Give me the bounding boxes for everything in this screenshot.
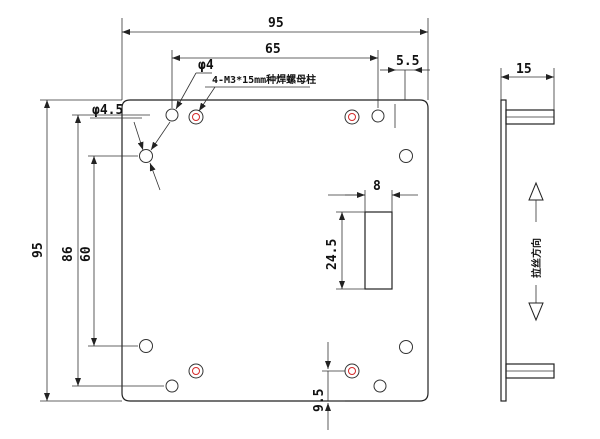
callout-phi4: φ4	[175, 58, 214, 110]
label-phi4: φ4	[198, 58, 214, 73]
mounting-holes	[139, 108, 413, 393]
grain-direction: 拉丝方向	[528, 181, 544, 322]
dim-overall-width: 95	[121, 16, 429, 100]
hole-left-4-5	[139, 149, 153, 163]
dim-label-86: 86	[61, 246, 76, 262]
hole-left-lower	[139, 339, 153, 353]
weld-studs	[188, 109, 360, 379]
dim-height-60: 60	[79, 155, 138, 347]
dim-label-65: 65	[265, 42, 281, 57]
dim-label-8: 8	[373, 179, 381, 194]
grain-arrow-up-icon	[528, 181, 544, 201]
stud-top-left	[188, 109, 204, 125]
dim-bottom-offset: 9.5	[312, 342, 345, 430]
dim-hole-span: 65	[171, 42, 379, 108]
dim-overall-height: 95	[31, 99, 122, 402]
callout-phi4-5: φ4.5	[90, 103, 171, 191]
side-plate	[500, 99, 507, 402]
dim-slot-height: 24.5	[325, 211, 365, 290]
dim-label-9-5: 9.5	[312, 389, 327, 412]
hole-top-right	[371, 109, 385, 123]
slot	[364, 211, 393, 290]
callout-stud-note: 4-M3*15mm种焊螺母柱	[198, 73, 316, 112]
plate-side-view	[500, 99, 555, 402]
dim-label-95-width: 95	[268, 16, 284, 31]
dim-side-thickness: 15	[500, 62, 555, 110]
hole-top-left-4	[165, 108, 179, 122]
plate-front-view	[121, 99, 429, 402]
hole-bottom-right	[373, 379, 387, 393]
label-stud-note: 4-M3*15mm种焊螺母柱	[212, 73, 316, 86]
dim-label-24-5: 24.5	[325, 239, 340, 270]
plate-outline	[121, 99, 429, 402]
dim-height-86: 86	[61, 114, 164, 387]
dim-label-95-height: 95	[31, 242, 46, 258]
stud-top-right	[344, 109, 360, 125]
grain-arrow-down-icon	[528, 302, 544, 322]
stud-bottom-right	[344, 363, 360, 379]
stud-bottom-left	[188, 363, 204, 379]
hole-right-lower	[399, 340, 413, 354]
label-grain-direction: 拉丝方向	[530, 238, 543, 278]
hole-right-upper	[399, 149, 413, 163]
dim-slot-width: 8	[328, 179, 418, 212]
label-phi4-5: φ4.5	[92, 103, 123, 118]
dim-label-15: 15	[516, 62, 532, 77]
dim-edge-offset: 5.5	[380, 54, 430, 128]
hole-bottom-left	[165, 379, 179, 393]
dim-label-60: 60	[79, 246, 94, 262]
dim-label-5-5: 5.5	[396, 54, 419, 69]
